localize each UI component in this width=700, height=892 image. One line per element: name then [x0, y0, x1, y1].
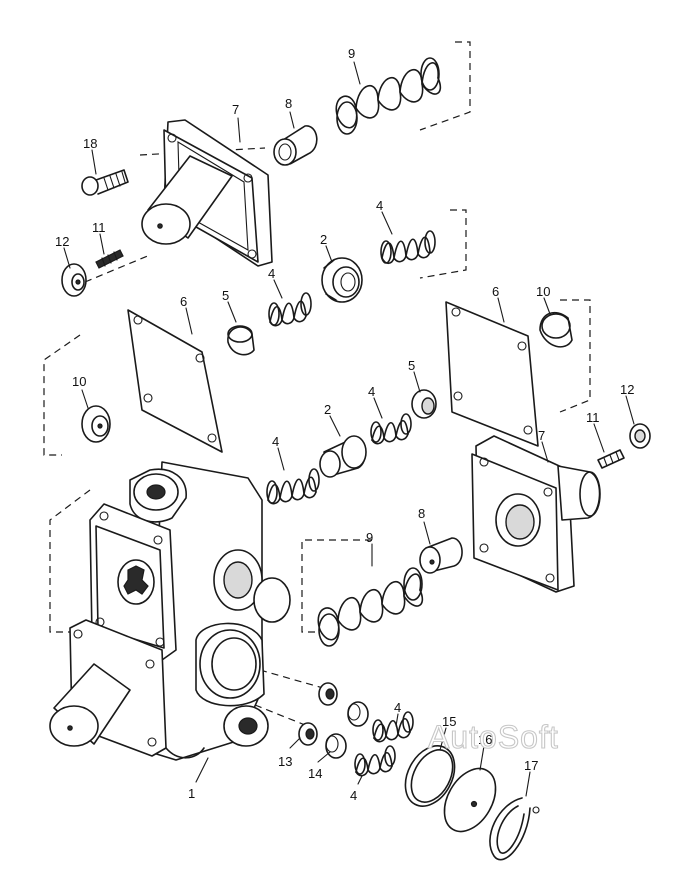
callout-10-right: 10 — [536, 284, 550, 299]
callout-13: 13 — [278, 754, 292, 769]
valve-head-5-right — [411, 389, 437, 419]
callout-2-top: 2 — [320, 232, 327, 247]
callout-10-left: 10 — [72, 374, 86, 389]
plug-13-upper — [318, 682, 338, 706]
small-spring-top-right — [380, 230, 436, 265]
valve-piston-2-middle — [319, 435, 367, 478]
circlip-17 — [489, 797, 540, 861]
callout-4-c: 4 — [368, 384, 375, 399]
washer-12-top — [61, 263, 87, 297]
callout-16: 16 — [478, 732, 492, 747]
cover-right — [471, 435, 601, 593]
sleeve-top — [273, 125, 318, 166]
callout-11-right: 11 — [586, 410, 600, 425]
gasket-6-left — [127, 309, 223, 453]
cover-top — [141, 119, 273, 267]
screw-11-right — [597, 449, 625, 469]
callout-9-top: 9 — [348, 46, 355, 61]
cap-10-left — [81, 405, 111, 443]
callout-5-left: 5 — [222, 288, 229, 303]
o-ring-15 — [404, 745, 456, 807]
watermark: AutoSoft — [428, 719, 559, 755]
bushing-14-upper — [347, 701, 369, 727]
screw-18 — [81, 169, 129, 196]
callout-4-b: 4 — [268, 266, 275, 281]
callout-4-e: 4 — [394, 700, 401, 715]
valve-body — [49, 461, 291, 761]
disc-16 — [443, 767, 497, 833]
callout-1: 1 — [188, 786, 195, 801]
plug-13 — [298, 722, 318, 746]
callout-9-lower: 9 — [366, 530, 373, 545]
callout-6-right: 6 — [492, 284, 499, 299]
cap-10-right — [539, 311, 573, 348]
callout-8-top: 8 — [285, 96, 292, 111]
bushing-14 — [325, 733, 347, 759]
callout-7-right: 7 — [538, 428, 545, 443]
callout-14: 14 — [308, 766, 322, 781]
callout-labels: 9 8 7 18 11 12 4 2 4 5 6 10 6 10 5 4 2 4… — [55, 46, 634, 803]
callout-7-top: 7 — [232, 102, 239, 117]
washer-12-right — [629, 423, 651, 449]
sleeve-lower — [419, 537, 463, 574]
callout-4-d: 4 — [272, 434, 279, 449]
valve-piston-2-top — [321, 257, 363, 303]
gasket-6-right — [445, 301, 539, 447]
callout-6-left: 6 — [180, 294, 187, 309]
callout-18: 18 — [83, 136, 97, 151]
valve-head-5-left — [227, 325, 255, 356]
callout-4-f: 4 — [350, 788, 357, 803]
callout-17: 17 — [524, 758, 538, 773]
large-spring-top — [335, 57, 442, 135]
callout-8-lower: 8 — [418, 506, 425, 521]
callout-5-right: 5 — [408, 358, 415, 373]
callout-12-top: 12 — [55, 234, 69, 249]
small-spring-lower-left — [266, 468, 320, 505]
leader-lines — [63, 61, 635, 797]
callout-2-middle: 2 — [324, 402, 331, 417]
callout-11-top: 11 — [92, 220, 106, 235]
callout-15: 15 — [442, 714, 456, 729]
callout-4-a: 4 — [376, 198, 383, 213]
small-spring-bottom-b — [354, 745, 396, 777]
callout-12-right: 12 — [620, 382, 634, 397]
large-spring-lower — [317, 567, 424, 647]
small-spring-bottom-a — [372, 711, 414, 743]
screw-11-top — [95, 249, 124, 269]
small-spring-middle-left — [268, 292, 312, 327]
small-spring-center — [370, 413, 412, 445]
